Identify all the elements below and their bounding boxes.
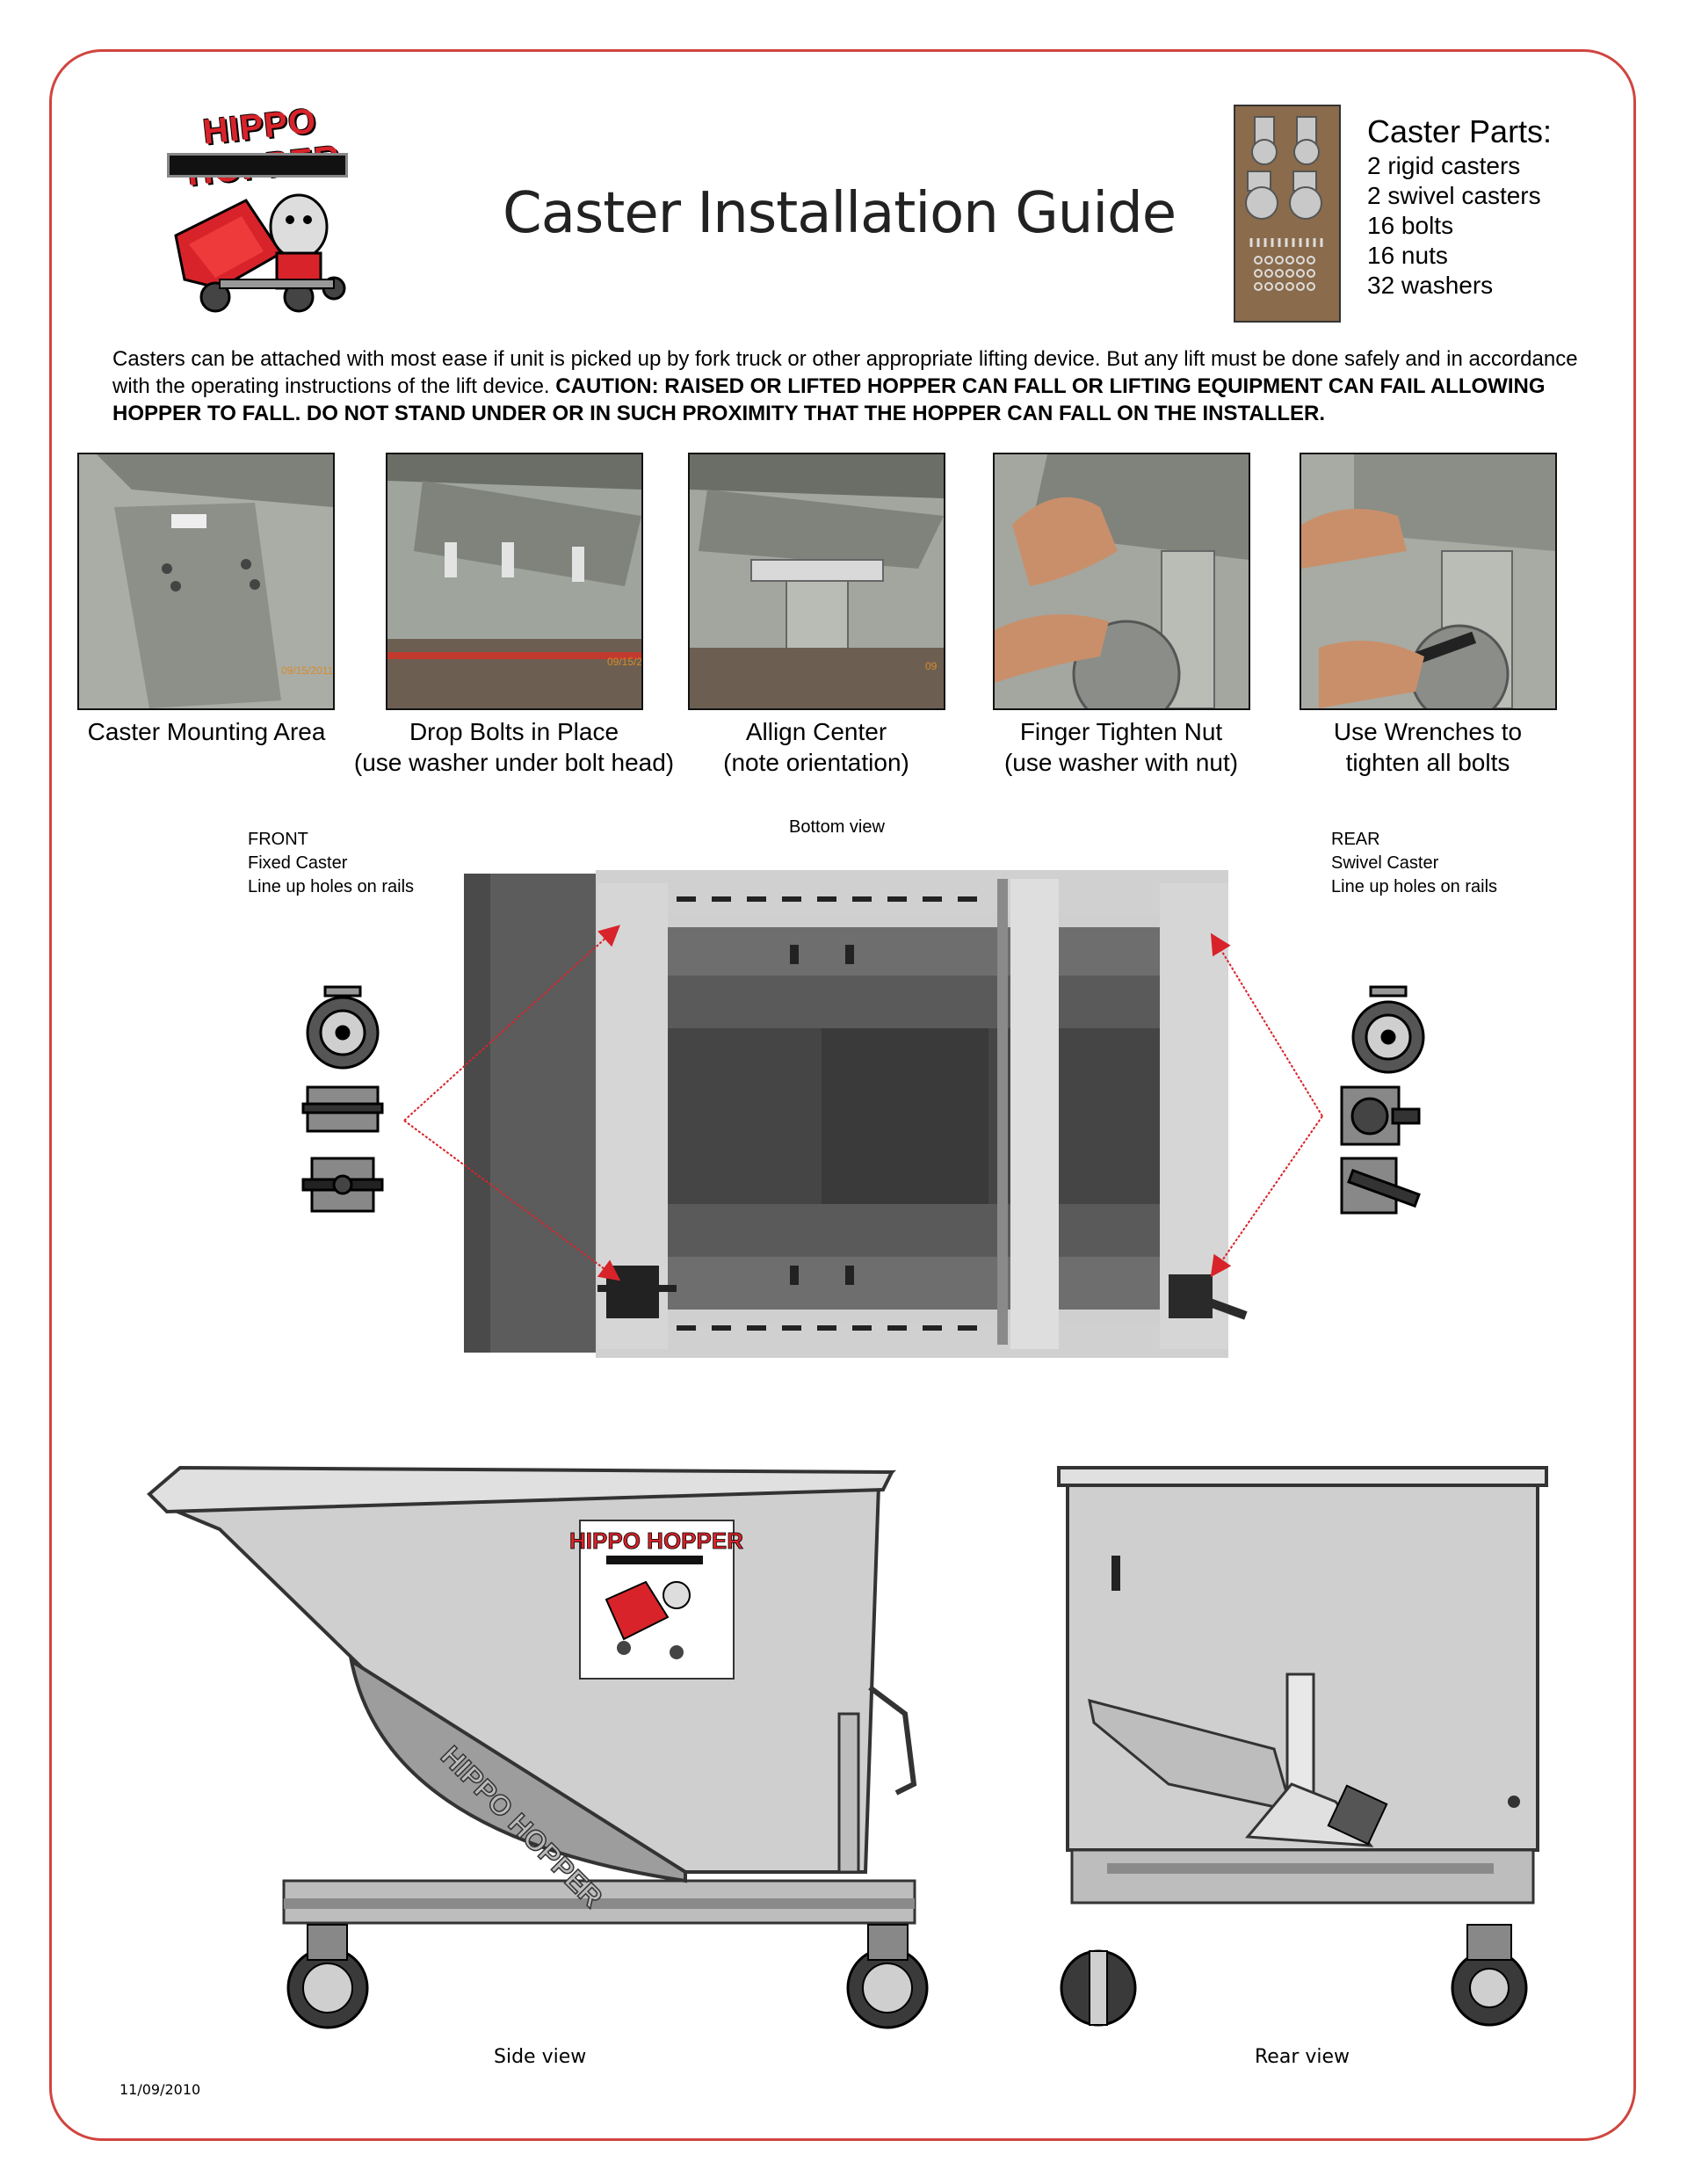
rear-note-line: Line up holes on rails <box>1331 877 1498 896</box>
step-photo-finger-tighten <box>993 453 1250 710</box>
photo-date-stamp: 09/15/2 <box>607 656 641 668</box>
rigid-caster-icon <box>301 985 384 1213</box>
front-note-line: Fixed Caster <box>248 853 348 873</box>
side-view-diagram: HIPPO HOPPER HIPPO HOPPER <box>147 1465 929 2029</box>
bottom-view-label: Bottom view <box>789 817 885 837</box>
caster-parts-list: Caster Parts: 2 rigid casters 2 swivel c… <box>1367 112 1552 301</box>
caster-parts-photo <box>1234 105 1341 323</box>
step-caption: Finger Tighten Nut (use washer with nut) <box>945 716 1297 778</box>
caster-parts-heading: Caster Parts: <box>1367 113 1553 149</box>
page-border <box>49 49 1636 2141</box>
step-caption-line: Use Wrenches to <box>1333 718 1523 745</box>
document-date: 11/09/2010 <box>119 2081 201 2098</box>
step-caption: Use Wrenches to tighten all bolts <box>1252 716 1604 778</box>
step-caption-line: Caster Mounting Area <box>87 718 326 745</box>
parts-item: 2 rigid casters <box>1367 152 1521 179</box>
rear-caster-note: REAR Swivel Caster Line up holes on rail… <box>1331 828 1497 899</box>
step-caption-line: (use washer under bolt head) <box>353 749 675 776</box>
step-photo-wrenches <box>1300 453 1557 710</box>
rear-note-line: REAR <box>1331 830 1380 849</box>
step-caption: Allign Center (note orientation) <box>641 716 992 778</box>
rear-view-label: Rear view <box>1255 2046 1350 2068</box>
rear-caster-mounted-icon <box>1169 1274 1248 1320</box>
caution-text: CAUTION: RAISED OR LIFTED HOPPER CAN FAL… <box>112 374 1546 425</box>
parts-item: 16 nuts <box>1367 242 1448 269</box>
step-photo-drop-bolts: 09/15/2 <box>386 453 643 710</box>
parts-item: 16 bolts <box>1367 212 1454 239</box>
photo-date-stamp: 09/15/2011 <box>281 664 333 677</box>
step-caption-line: Finger Tighten Nut <box>1019 718 1223 745</box>
step-caption: Drop Bolts in Place (use washer under bol… <box>338 716 690 778</box>
step-caption-line: (note orientation) <box>723 749 909 776</box>
step-caption-line: Drop Bolts in Place <box>409 718 619 745</box>
intro-text: Casters can be attached with most ease i… <box>112 347 1578 398</box>
parts-item: 2 swivel casters <box>1367 182 1541 209</box>
hippo-mascot-icon <box>174 193 346 313</box>
swivel-caster-icon <box>1340 985 1425 1215</box>
rear-note-line: Swivel Caster <box>1331 853 1439 873</box>
parts-item: 32 washers <box>1367 272 1494 299</box>
step-caption-line: (use washer with nut) <box>1003 749 1239 776</box>
side-view-label: Side view <box>494 2046 587 2068</box>
front-note-line: FRONT <box>248 830 308 849</box>
logo-bar <box>167 153 348 178</box>
rear-view-diagram <box>1057 1466 1548 2027</box>
step-photo-align-center: 09 <box>688 453 945 710</box>
decal-wordmark: HIPPO HOPPER <box>569 1527 743 1554</box>
front-note-line: Line up holes on rails <box>248 877 415 896</box>
bottom-view-diagram <box>464 870 1248 1358</box>
step-caption-line: Allign Center <box>745 718 887 745</box>
step-caption: Caster Mounting Area <box>31 716 382 747</box>
step-photo-mounting-area: 09/15/2011 <box>77 453 335 710</box>
hippo-hopper-logo: HIPPO HOPPER <box>132 101 395 318</box>
intro-paragraph: Casters can be attached with most ease i… <box>112 345 1589 427</box>
photo-date-stamp: 09 <box>925 660 938 672</box>
alignment-arrows <box>403 925 1323 1281</box>
page-title: Caster Installation Guide <box>503 181 1177 246</box>
step-caption-line: tighten all bolts <box>1345 749 1510 776</box>
front-caster-note: FRONT Fixed Caster Line up holes on rail… <box>248 828 414 899</box>
